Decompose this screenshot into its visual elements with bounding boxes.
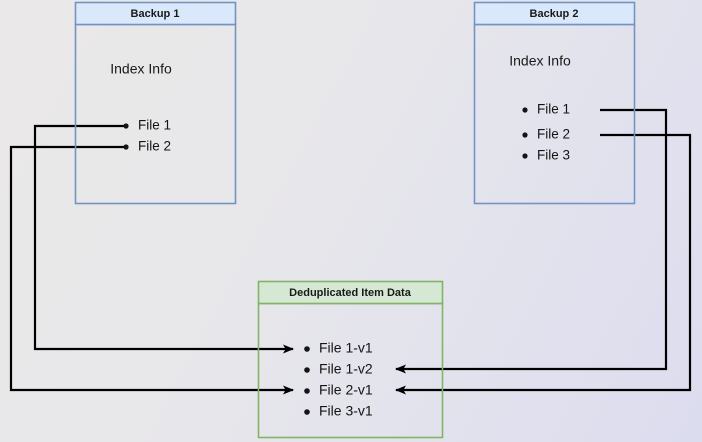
backup2-title: Backup 2 — [530, 8, 579, 20]
dedup-bullet-1 — [304, 367, 310, 373]
backup1-title: Backup 1 — [131, 8, 180, 20]
backup2-caption: Index Info — [509, 53, 571, 69]
backup1-bullet-0 — [123, 123, 129, 129]
dedup-bullet-0 — [304, 346, 310, 352]
backup1-bullet-1 — [123, 144, 129, 150]
connector-backup1-file1-to-dedup-file1v1 — [33, 124, 294, 354]
dedup-box-header — [257, 280, 444, 305]
backup1-box-header — [74, 1, 237, 26]
backup2-box-header — [473, 1, 636, 26]
connector-backup2-file1-to-dedup-file1v2 — [395, 108, 668, 374]
backup1-file-0: File 1 — [138, 118, 171, 133]
backup1-file-1: File 2 — [138, 139, 171, 154]
backup2-bullet-1 — [522, 132, 528, 138]
backup1-caption: Index Info — [110, 61, 172, 77]
backup2-file-0: File 1 — [537, 102, 570, 117]
dedup-item-1: File 1-v2 — [319, 361, 373, 377]
dedup-item-3: File 3-v1 — [319, 403, 373, 419]
backup2-box: Backup 2 Index Info File 1 File 2 File 3 — [473, 1, 636, 205]
backup2-bullet-2 — [522, 153, 528, 159]
connector-group — [9, 108, 692, 395]
connector-backup1-file2-to-dedup-file2v1 — [9, 145, 294, 395]
backup1-box: Backup 1 Index Info File 1 File 2 — [74, 1, 237, 205]
dedup-bullet-2 — [304, 388, 310, 394]
dedup-bullet-3 — [304, 409, 310, 415]
backup1-box-body — [74, 23, 237, 205]
connector-backup2-file2-to-dedup-file2v1 — [395, 133, 692, 395]
dedup-title: Deduplicated Item Data — [289, 287, 412, 299]
backup2-bullet-0 — [522, 107, 528, 113]
dedup-item-0: File 1-v1 — [319, 340, 373, 356]
backup2-file-1: File 2 — [537, 127, 570, 142]
backup2-file-2: File 3 — [537, 148, 570, 163]
dedup-item-2: File 2-v1 — [319, 382, 373, 398]
dedup-box: Deduplicated Item Data File 1-v1 File 1-… — [257, 280, 444, 439]
